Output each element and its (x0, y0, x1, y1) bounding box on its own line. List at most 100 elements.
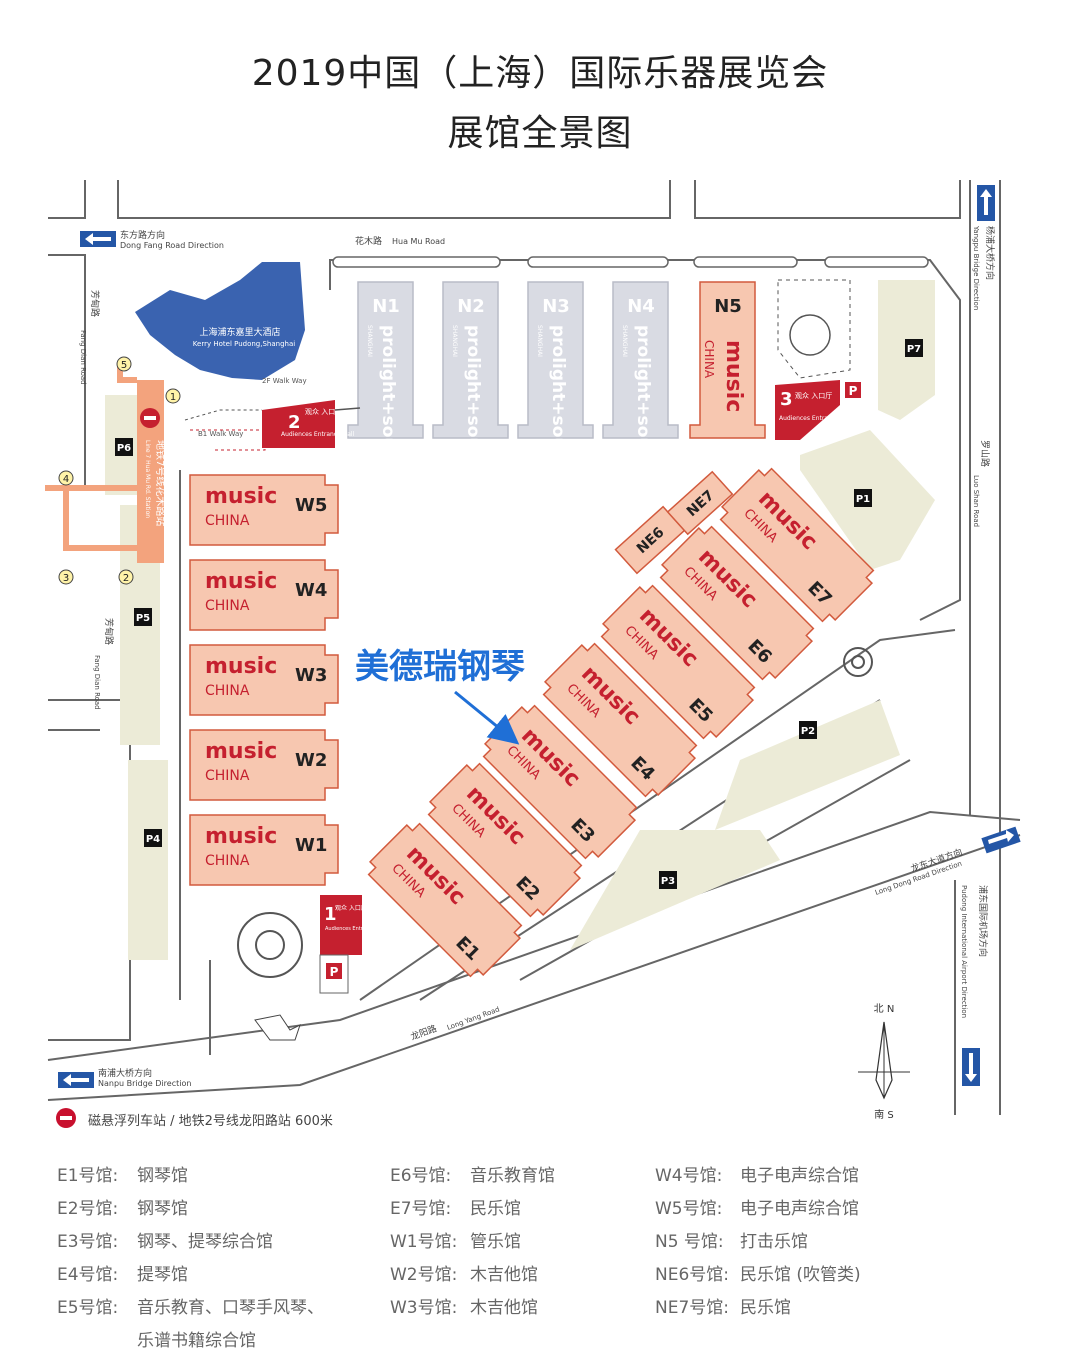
parking-sign-3-label: P (849, 384, 858, 398)
fangdian-mid-cn: 芳甸路 (103, 618, 115, 645)
parking-p3-label: P3 (661, 876, 675, 887)
entrance-3-en: Audiences Entrance Hall (779, 415, 853, 422)
legend-row: E5号馆:音乐教育、口琴手风琴、 (57, 1292, 324, 1325)
legend-row: W4号馆:电子电声综合馆 (655, 1160, 861, 1193)
west-halls: musicCHINAW5musicCHINAW4musicCHINAW3musi… (189, 474, 339, 886)
parking-p4-area (128, 760, 168, 960)
parking-p7-badge (905, 339, 923, 357)
pudong-airport-cn: 浦东国际机场方向 (977, 885, 989, 957)
entrance-2-num: 2 (288, 412, 301, 433)
callout-label: 美德瑞钢琴 (355, 647, 525, 687)
metro-exit-5 (116, 356, 132, 372)
legend-row: E2号馆: 钢琴馆 (57, 1193, 324, 1226)
hall-brand: music (205, 739, 277, 764)
hall-brand: music (205, 654, 277, 679)
huamu-cn: 花木路 (355, 235, 382, 247)
legend-row: NE7号馆:民乐馆 (655, 1292, 861, 1325)
entrance-2-connector (334, 407, 361, 411)
legend-value: 钢琴、提琴综合馆 (137, 1232, 273, 1252)
hall-n5-id: N5 (714, 296, 742, 317)
legend-key: E2号馆: (57, 1199, 119, 1219)
roundabout-north (789, 314, 831, 356)
parking-p3-area (570, 830, 780, 950)
huamu-en: Hua Mu Road (392, 237, 445, 246)
metro-logo-icon (56, 1108, 76, 1128)
parking-p5-label: P5 (136, 613, 150, 624)
entrance-3-num: 3 (780, 389, 793, 410)
page-title: 2019中国（上海）国际乐器展览会 (251, 53, 829, 94)
legend-value: 民乐馆 (740, 1298, 791, 1318)
nanpu-cn: 南浦大桥方向 (98, 1067, 152, 1079)
legend-value: 电子电声综合馆 (740, 1199, 859, 1219)
metro-exit-1-label: 1 (170, 392, 176, 403)
entrance-1: 1 观众 入口厅 Audiences Entrance Hall (320, 895, 386, 955)
dongfang-en: Dong Fang Road Direction (120, 241, 224, 250)
metro-station-name-en: Line 7 Hua Mu Rd. Station (144, 440, 151, 518)
pudong-airport-en: Pudong International Airport Direction (960, 885, 968, 1018)
parking-p2-area (715, 700, 900, 830)
roundabout-east (843, 647, 873, 677)
hall-brand: music (205, 824, 277, 849)
hall-n2-brand: prolight+sound (463, 325, 483, 474)
hall-id: W3 (295, 665, 327, 686)
huamu-road-strips (332, 256, 929, 268)
parking-p2-label: P2 (801, 726, 815, 737)
hall-n4-id: N4 (627, 296, 655, 317)
metro-icon-bar (144, 416, 156, 420)
legend-row: E6号馆:音乐教育馆 (390, 1160, 555, 1193)
parking-p1-label-group: P1 (854, 489, 872, 507)
legend-value: 管乐馆 (470, 1232, 521, 1252)
parking-p5-label-group: P5 (134, 608, 152, 626)
hall-n3-id: N3 (542, 296, 570, 317)
entrance-2-en: Audiences Entrance Hall (281, 431, 355, 438)
parking-p3-badge (659, 871, 677, 889)
metro-exit-5-label: 5 (121, 360, 127, 371)
hall-n2-id: N2 (457, 296, 485, 317)
pudong-arrow-icon (965, 1053, 977, 1082)
legend-row: E3号馆: 钢琴、提琴综合馆 (57, 1226, 324, 1259)
parking-sign-1-label: P (330, 965, 339, 979)
parking-p4-label: P4 (146, 834, 160, 845)
legend-row: N5 号馆:打击乐馆 (655, 1226, 861, 1259)
hall-ne6: NE6 (614, 505, 686, 575)
small-building (254, 1014, 301, 1041)
metro-exit-4-label: 4 (63, 474, 69, 485)
nanpu-en: Nanpu Bridge Direction (98, 1079, 191, 1088)
legend-value: 钢琴馆 (137, 1166, 188, 1186)
legend-value: 木吉他馆 (470, 1298, 538, 1318)
legend-key: E4号馆: (57, 1265, 119, 1285)
legend-row: E4号馆:提琴馆 (57, 1259, 324, 1292)
hall-sub: CHINA (205, 513, 250, 529)
compass-south: 南 S (874, 1108, 894, 1121)
metro-exit-4 (58, 470, 74, 486)
legend-value: 民乐馆 (吹管类) (740, 1265, 861, 1285)
legend-key: W2号馆: (390, 1265, 458, 1285)
legend-key: W1号馆: (390, 1232, 458, 1252)
parking-p4-label-group: P4 (144, 829, 162, 847)
legend-key: E3号馆: (57, 1232, 119, 1252)
legend-column-1: E1号馆:钢琴馆 E2号馆:钢琴馆 E3号馆:钢琴、提琴综合馆 E4号馆:提琴馆… (57, 1160, 324, 1358)
parking-p6-badge (115, 438, 133, 456)
roundabout-south-inner (255, 930, 285, 960)
legend-column-3: W4号馆:电子电声综合馆 W5号馆:电子电声综合馆 N5 号馆:打击乐馆 NE6… (655, 1160, 861, 1325)
parking-p3-label-group: P3 (659, 871, 677, 889)
parking-sign-3 (845, 382, 861, 398)
parking-p4-badge (144, 829, 162, 847)
longdong-arrow-icon (988, 830, 1014, 844)
legend-value: 钢琴馆 (137, 1199, 188, 1219)
walkway-b1-branch (215, 440, 266, 451)
road-edge (329, 259, 961, 621)
hall-id: W5 (295, 495, 327, 516)
road-edge (117, 180, 671, 219)
parking-p2-label-group: P2 (799, 721, 817, 739)
entrance-2: 2 观众 入口厅 Audiences Entrance Hall (262, 400, 355, 448)
parking-p7-label: P7 (907, 344, 921, 355)
